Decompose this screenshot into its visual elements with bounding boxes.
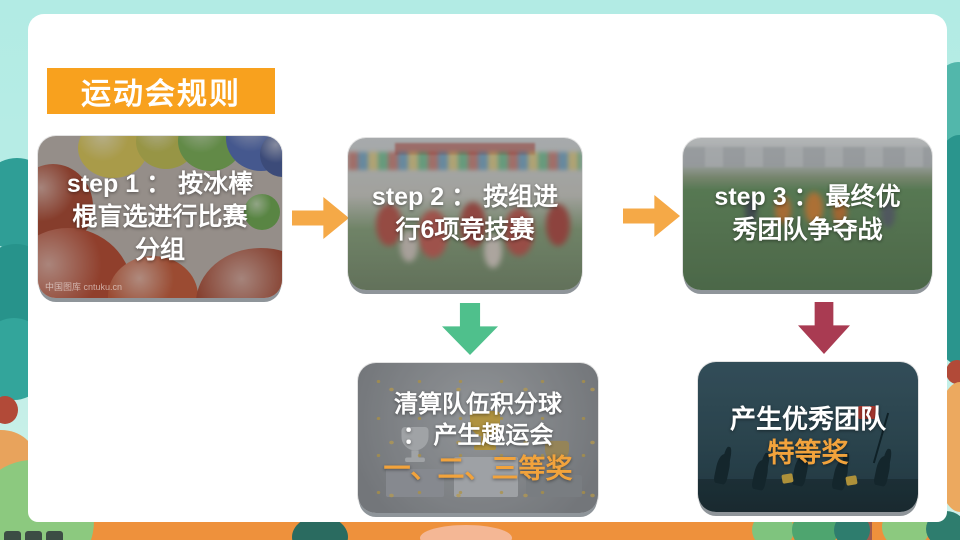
step-3-card: step 3 ： 最终优 秀团队争夺战 <box>683 138 932 290</box>
decor-red-blob <box>0 396 18 424</box>
decor-runner-blob <box>376 204 402 246</box>
step-1-photo <box>38 136 282 298</box>
step-1-card: step 1 ： 按冰棒 棍盲选进行比赛 分组 中国图库 cntuku.cn <box>38 136 282 298</box>
result-prizes-photo <box>358 363 598 513</box>
slide-title-text: 运动会规则 <box>81 78 241 111</box>
decor-runner-blob <box>504 208 534 256</box>
label-line-highlight: 特等奖 <box>767 438 849 469</box>
label-line: 秀团队争夺战 <box>732 216 883 244</box>
decor-runner-blob <box>546 204 570 246</box>
clipped-watermark-text <box>25 531 42 540</box>
decor-ball <box>260 136 282 177</box>
label-line: step 2 ： 按组进 <box>371 183 559 211</box>
photo-shade <box>348 138 582 290</box>
decor-player-blob <box>775 196 791 224</box>
decor-buildings <box>683 147 932 167</box>
label-line: step 3 ： 最终优 <box>714 183 901 211</box>
step-3-photo <box>683 138 932 290</box>
label-line-highlight: 一、二、三等奖 <box>383 453 573 484</box>
decor-confetti <box>358 363 598 513</box>
decor-flag-bunting <box>348 152 582 170</box>
red-flag-icon <box>858 406 876 419</box>
decor-player-blob <box>881 200 895 228</box>
result-prizes-card: 清算队伍积分球 ： 产生趣运会 一、二、三等奖 <box>358 363 598 513</box>
label-line: 清算队伍积分球 <box>394 390 562 418</box>
decor-blob <box>420 525 512 540</box>
decor-red-blob <box>946 360 960 384</box>
label-line: 产生优秀团队 <box>729 404 886 435</box>
step-3-label: step 3 ： 最终优 秀团队争夺战 <box>683 138 932 290</box>
slide-title: 运动会规则 <box>47 68 275 114</box>
decor-player-blob <box>745 196 757 224</box>
decor-runner-blob <box>484 234 502 268</box>
step-2-card: step 2 ： 按组进 行6项竞技赛 <box>348 138 582 290</box>
label-line: 行6项竞技赛 <box>395 216 535 244</box>
step-2-photo <box>348 138 582 290</box>
photo-shade <box>698 362 918 512</box>
decor-runner-blob <box>400 230 418 262</box>
clipped-watermark-text <box>46 531 63 540</box>
label-line: 分组 <box>134 235 185 264</box>
label-line: ： 产生趣运会 <box>402 422 554 450</box>
result-grand-prize-photo <box>698 362 918 512</box>
result-grand-prize-card: 产生优秀团队 特等奖 <box>698 362 918 512</box>
decor-runner-blob <box>460 202 486 248</box>
decor-player-blob <box>805 192 823 224</box>
photo-shade <box>38 136 282 298</box>
result-prizes-label: 清算队伍积分球 ： 产生趣运会 一、二、三等奖 <box>358 363 598 513</box>
clipped-watermark-text <box>4 531 21 540</box>
result-grand-prize-label: 产生优秀团队 特等奖 <box>698 362 918 512</box>
step-1-label: step 1 ： 按冰棒 棍盲选进行比赛 分组 <box>38 136 282 298</box>
decor-runner-blob <box>418 210 448 258</box>
decor-ball <box>244 194 280 230</box>
step-2-label: step 2 ： 按组进 行6项竞技赛 <box>348 138 582 290</box>
photo-watermark: 中国图库 cntuku.cn <box>45 282 123 292</box>
photo-shade <box>358 363 598 513</box>
label-line: step 1 ： 按冰棒 <box>66 169 254 198</box>
label-line: 棍盲选进行比赛 <box>72 202 248 231</box>
decor-player-blob <box>833 198 847 224</box>
photo-shade <box>683 138 932 290</box>
